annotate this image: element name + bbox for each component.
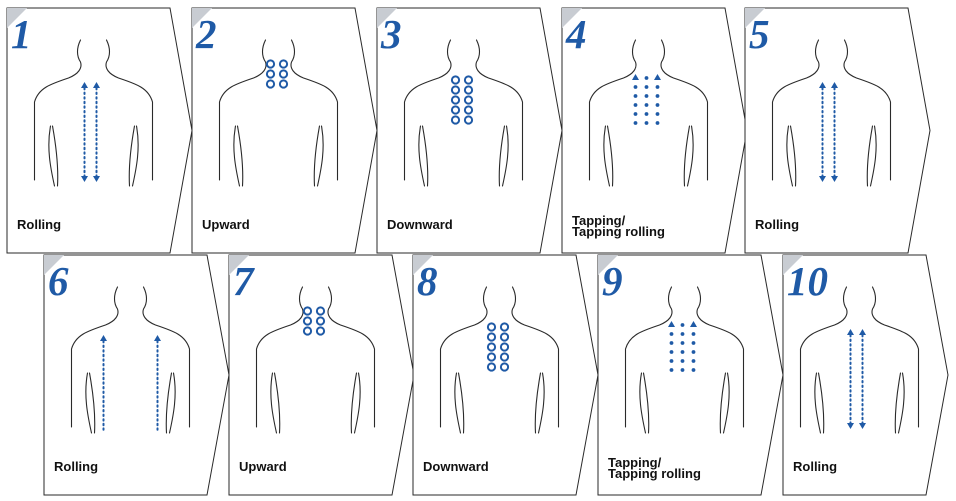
step-number: 1	[11, 11, 32, 57]
step-label: Rolling	[755, 217, 799, 232]
step-label: Upward	[239, 459, 287, 474]
step-number: 8	[417, 258, 438, 304]
step-number: 5	[749, 11, 770, 57]
step-number: 4	[565, 11, 587, 57]
step-number: 9	[602, 258, 623, 304]
step-label: Downward	[423, 459, 489, 474]
step-number: 2	[195, 11, 217, 57]
step-number: 3	[380, 11, 402, 57]
step-number: 10	[787, 258, 828, 304]
step-label: Tapping rolling	[608, 466, 701, 481]
step-label: Upward	[202, 217, 250, 232]
step-number: 7	[233, 258, 255, 304]
step-number: 6	[48, 258, 69, 304]
step-label: Rolling	[54, 459, 98, 474]
step-label: Rolling	[17, 217, 61, 232]
step-label: Tapping rolling	[572, 224, 665, 239]
step-label: Rolling	[793, 459, 837, 474]
step-label: Downward	[387, 217, 453, 232]
